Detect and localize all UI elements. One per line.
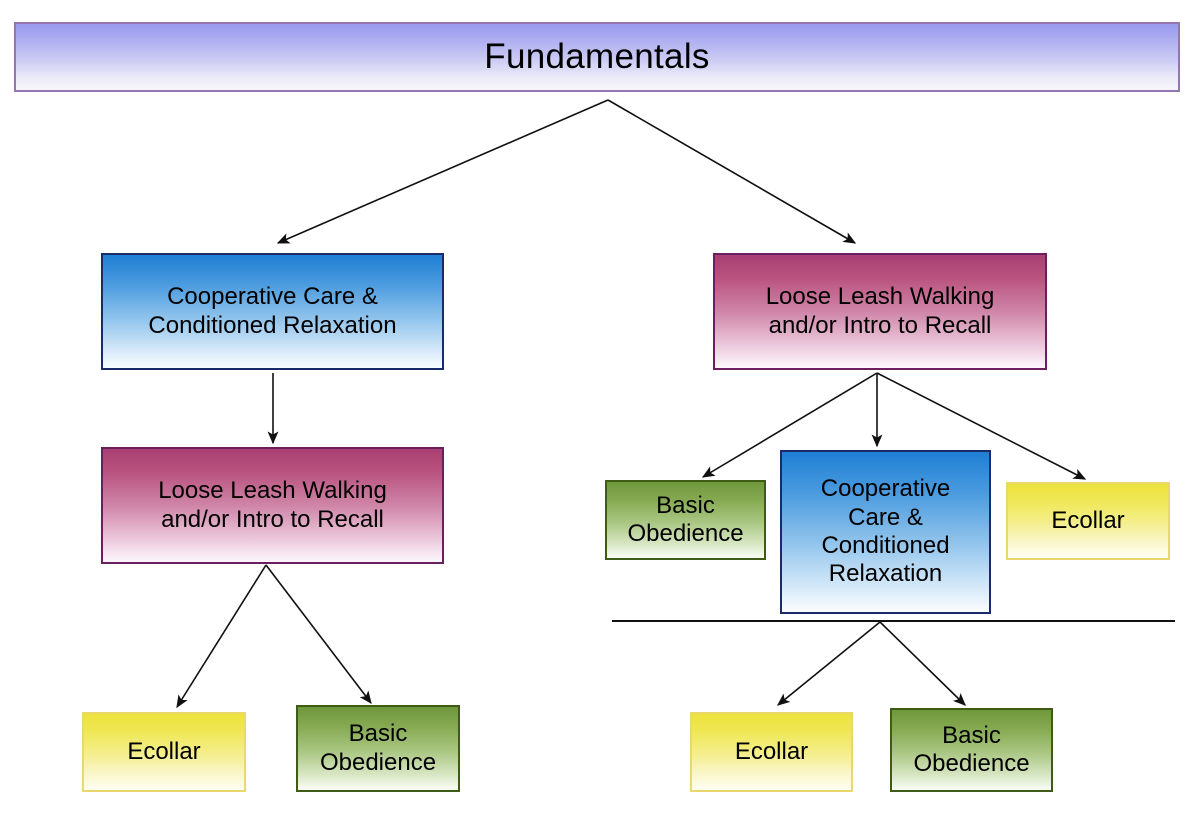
- node-left-loose-leash[interactable]: Loose Leash Walking and/or Intro to Reca…: [101, 447, 444, 564]
- right-branch-divider: [612, 620, 1175, 622]
- edge-title-to-left-cooperative-care: [276, 99, 609, 244]
- node-left-ecollar[interactable]: Ecollar: [82, 712, 246, 792]
- node-right-ecollar-mid[interactable]: Ecollar: [1006, 482, 1170, 560]
- node-right-basic-obedience-mid[interactable]: Basic Obedience: [605, 480, 766, 560]
- edge-title-to-right-loose-leash: [607, 99, 857, 244]
- node-right-cooperative-care[interactable]: Cooperative Care & Conditioned Relaxatio…: [780, 450, 991, 614]
- node-right-basic-obedience-bottom[interactable]: Basic Obedience: [890, 708, 1053, 792]
- edge-right-divider-to-basic-obedience: [879, 621, 966, 706]
- edge-left-loose-leash-to-ecollar: [176, 564, 267, 709]
- node-left-basic-obedience[interactable]: Basic Obedience: [296, 705, 460, 792]
- node-title-fundamentals[interactable]: Fundamentals: [14, 22, 1180, 92]
- edge-right-divider-to-ecollar: [777, 621, 881, 706]
- node-right-loose-leash[interactable]: Loose Leash Walking and/or Intro to Reca…: [713, 253, 1047, 370]
- edge-left-loose-leash-to-basic-obedience: [265, 564, 372, 705]
- node-right-ecollar-bottom[interactable]: Ecollar: [690, 712, 853, 792]
- node-left-cooperative-care[interactable]: Cooperative Care & Conditioned Relaxatio…: [101, 253, 444, 370]
